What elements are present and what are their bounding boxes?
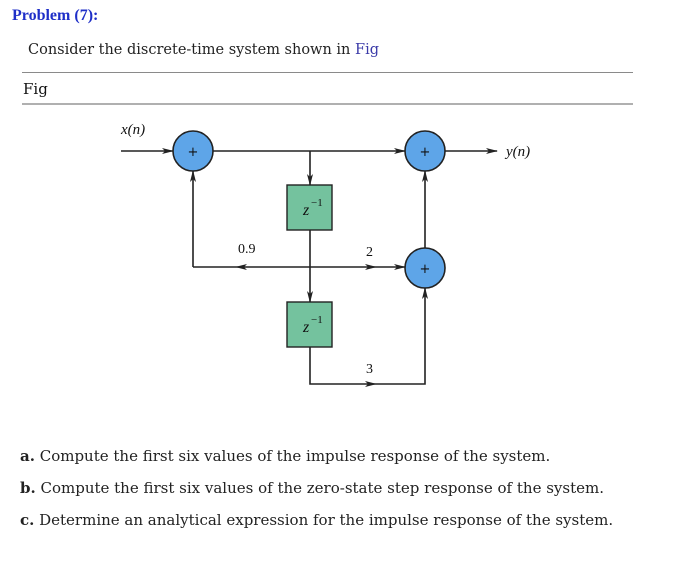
delay-symbol: z	[302, 319, 310, 336]
delay-block-2: z −1	[286, 301, 333, 348]
question-c: c. Determine an analytical expression fo…	[20, 504, 613, 536]
plus-icon: +	[420, 262, 431, 277]
summer-feedforward: +	[404, 247, 446, 289]
output-label: y(n)	[504, 144, 530, 160]
summer-input: +	[172, 130, 214, 172]
plus-icon: +	[188, 145, 199, 160]
feedback-arrow-icon	[235, 264, 247, 270]
divider-bottom	[22, 103, 633, 105]
plus-icon: +	[420, 145, 431, 160]
divider-top	[22, 72, 633, 73]
block-diagram: + + + z −1 z −1 x(n) y(n) 0.9 2 3	[120, 122, 530, 387]
gain-feedback-label: 0.9	[238, 242, 256, 257]
question-a: a. Compute the first six values of the i…	[20, 440, 613, 472]
question-text: Determine an analytical expression for t…	[34, 511, 614, 529]
question-letter: a.	[20, 447, 35, 465]
problem-title: Problem (7):	[12, 7, 99, 24]
figure-link[interactable]: Fig	[355, 42, 379, 58]
question-text: Compute the first six values of the impu…	[34, 447, 551, 465]
delay-symbol: z	[302, 202, 310, 219]
figure-caption: Fig	[23, 80, 48, 98]
problem-intro: Consider the discrete-time system shown …	[28, 42, 379, 58]
intro-text: Consider the discrete-time system shown …	[28, 42, 356, 58]
delay-exponent: −1	[311, 314, 323, 326]
question-letter: b.	[20, 479, 36, 497]
gain-middle-label: 2	[366, 245, 373, 260]
gain3-line	[309, 287, 428, 385]
input-label: x(n)	[120, 122, 145, 138]
gain3-arrow-icon	[365, 381, 377, 387]
summer-output: +	[404, 130, 446, 172]
gain-bottom-label: 3	[366, 362, 373, 377]
delay-exponent: −1	[311, 197, 323, 209]
delay-block-1: z −1	[286, 184, 333, 231]
question-letter: c.	[20, 511, 35, 529]
question-text: Compute the first six values of the zero…	[35, 479, 604, 497]
question-b: b. Compute the first six values of the z…	[20, 472, 613, 504]
question-list: a. Compute the first six values of the i…	[20, 440, 613, 536]
gain2-arrow-icon	[365, 264, 377, 270]
